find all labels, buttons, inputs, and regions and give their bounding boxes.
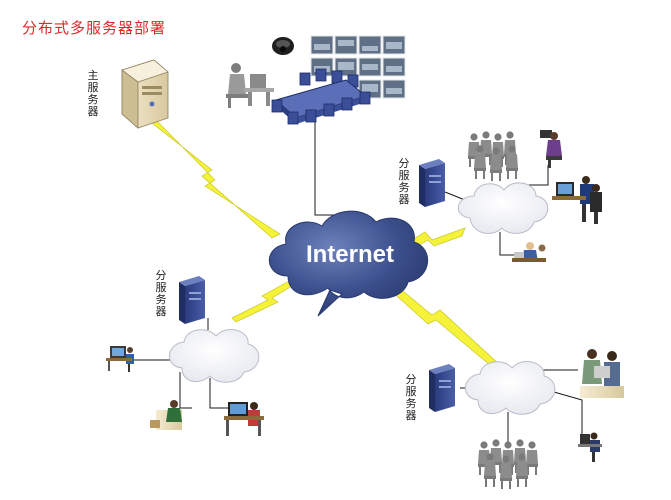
user-workstation-icon (512, 242, 546, 262)
main-server-tower-icon (121, 59, 169, 129)
internet-label: Internet (306, 241, 394, 268)
sub-server-label-top-right: 分服务器 (398, 157, 410, 206)
operator-desk-icon (226, 63, 274, 108)
user-workstation-icon (224, 402, 264, 436)
people-group-icon (478, 439, 538, 489)
lightning-link-icon (147, 115, 501, 371)
user-workstation-icon (106, 346, 134, 372)
user-workstation-icon (552, 176, 602, 224)
people-group-icon (468, 131, 518, 181)
video-wall-icon (310, 35, 406, 99)
page-title: 分布式多服务器部署 (22, 19, 167, 37)
sub-server-label-left: 分服务器 (155, 269, 167, 318)
conference-table-icon (271, 68, 371, 125)
user-workstation-icon (578, 432, 602, 462)
main-server-label: 主服务器 (87, 69, 99, 118)
security-camera-icon (272, 37, 294, 55)
internet-cloud: Internet (268, 210, 429, 317)
lan-cloud-icon (169, 182, 556, 415)
user-workstation-icon (150, 400, 182, 430)
user-workstation-icon (540, 130, 562, 168)
user-workstation-icon (580, 349, 624, 398)
sub-server-label-bottom-right: 分服务器 (405, 373, 417, 422)
